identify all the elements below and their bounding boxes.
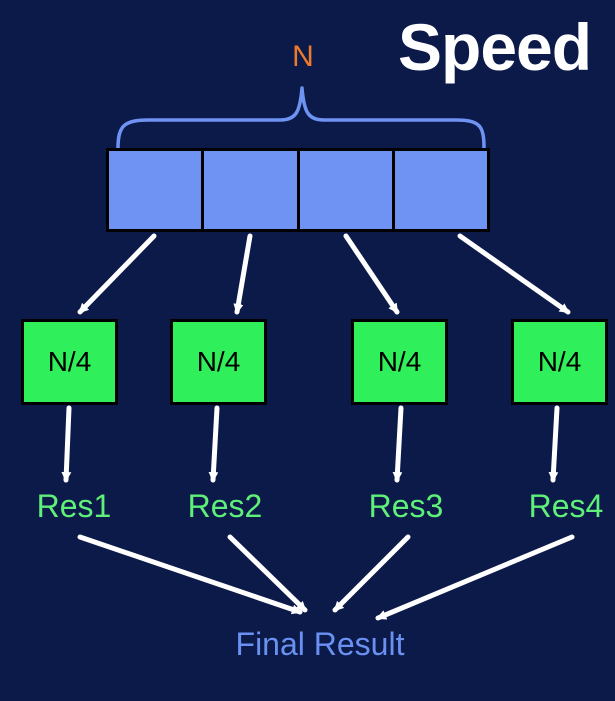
array-cell xyxy=(299,151,392,229)
chunk-box-2: N/4 xyxy=(170,319,267,405)
arrow-res-3-to-final xyxy=(332,534,411,613)
array-cell xyxy=(394,151,487,229)
result-label-3: Res3 xyxy=(368,488,444,524)
chunk-box-1: N/4 xyxy=(21,319,118,405)
slide-title: Speed xyxy=(398,10,592,84)
input-size-label: N xyxy=(292,40,314,73)
final-result-label: Final Result xyxy=(235,626,405,662)
arrow-res-4-to-final xyxy=(375,534,575,621)
arrow-array-to-chunk-3 xyxy=(343,233,400,315)
array-cell xyxy=(109,151,202,229)
arrow-array-to-chunk-4 xyxy=(457,233,571,315)
array-cell xyxy=(204,151,297,229)
input-array xyxy=(106,148,490,232)
result-label-1: Res1 xyxy=(36,488,112,524)
arrow-chunk-3-to-res-3 xyxy=(392,405,404,483)
arrow-array-to-chunk-2 xyxy=(233,233,253,315)
result-label-2: Res2 xyxy=(187,488,263,524)
arrow-chunk-1-to-res-1 xyxy=(61,405,72,483)
arrow-chunk-2-to-res-2 xyxy=(208,405,220,483)
chunk-box-3: N/4 xyxy=(351,319,448,405)
arrow-res-1-to-final xyxy=(77,534,303,615)
arrow-array-to-chunk-1 xyxy=(77,233,157,315)
arrow-chunk-4-to-res-4 xyxy=(548,405,560,483)
result-label-4: Res4 xyxy=(528,488,604,524)
chunk-box-4: N/4 xyxy=(511,319,608,405)
brace-n xyxy=(116,86,486,149)
arrow-res-2-to-final xyxy=(227,534,308,613)
